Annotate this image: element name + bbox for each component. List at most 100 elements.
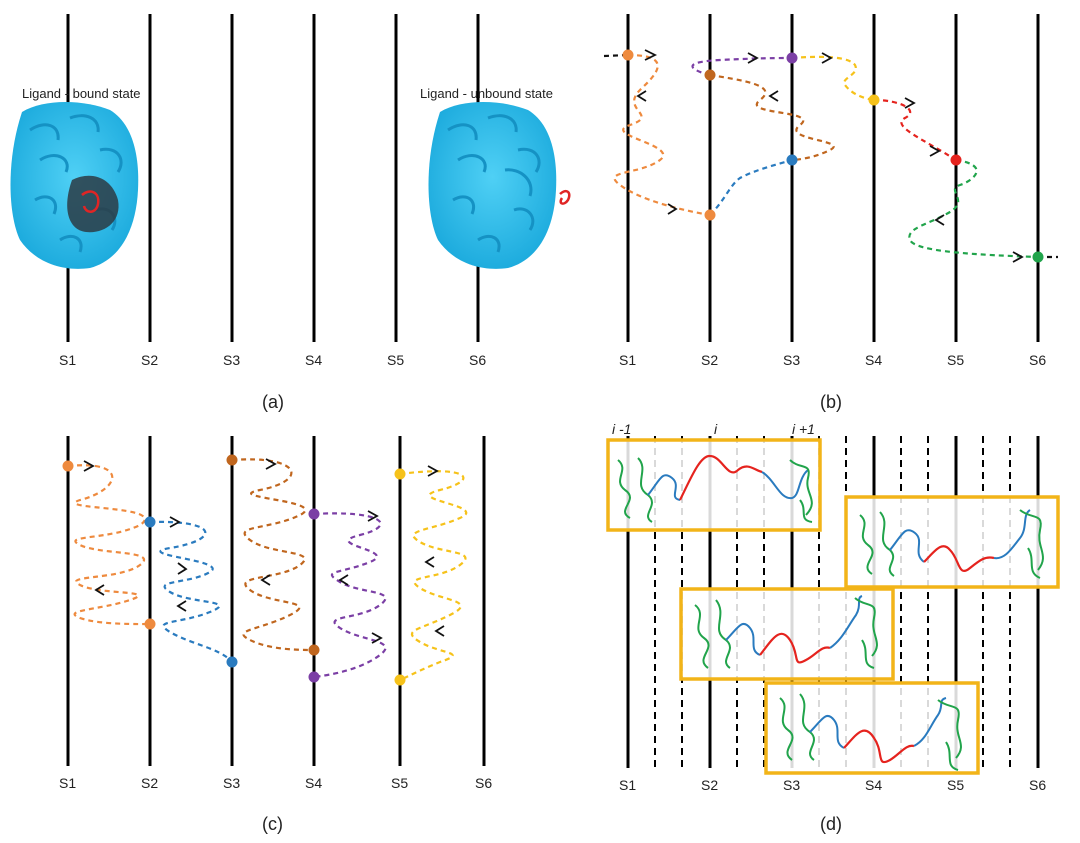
- panel-d: i -1 i i +1: [606, 421, 1060, 834]
- station-label: S5: [387, 352, 404, 368]
- panel-c-station-lines: [66, 436, 486, 766]
- node-blue: [144, 516, 156, 528]
- arrow-left: [768, 90, 779, 102]
- station-label: S2: [701, 352, 718, 368]
- replica-box-frame: [844, 495, 1060, 589]
- index-label-current: i: [714, 421, 718, 437]
- panel-b-trajectories: [603, 53, 1058, 259]
- station-label: S4: [865, 777, 882, 793]
- station-label: S3: [223, 775, 240, 791]
- trajectory-blue: [149, 520, 233, 663]
- panel-a-caption: (a): [262, 392, 284, 412]
- node-brown: [226, 454, 238, 466]
- replica-box-frame: [764, 681, 980, 775]
- node-red: [950, 154, 962, 166]
- protein-unbound-image: [428, 102, 571, 269]
- panel-d-index-labels: i -1 i i +1: [612, 421, 815, 437]
- arrow-left: [934, 214, 945, 226]
- path-green: [1019, 509, 1044, 579]
- node-green: [1032, 251, 1044, 263]
- path-blue: [829, 595, 863, 649]
- node-purple: [308, 671, 320, 683]
- replica-box-frame: [679, 587, 895, 681]
- path-red: [923, 545, 995, 572]
- trajectory-brown: [709, 73, 835, 162]
- trajectory-orange: [613, 53, 711, 217]
- replica-box: [606, 438, 822, 532]
- panel-d-station-labels: S1 S2 S3 S4 S5 S6: [619, 777, 1046, 793]
- node-orange: [144, 618, 156, 630]
- arrow-left: [434, 625, 445, 637]
- station-label: S1: [59, 352, 76, 368]
- panel-b-caption: (b): [820, 392, 842, 412]
- node-purple: [308, 508, 320, 520]
- path-red: [679, 454, 763, 501]
- node-orange: [622, 49, 634, 61]
- node-blue: [786, 154, 798, 166]
- state-bound-label: Ligand - bound state: [22, 86, 141, 101]
- panel-a: Ligand - bound state Ligand - unbound st…: [10, 14, 571, 412]
- path-blue: [725, 622, 761, 656]
- replica-box: [679, 587, 895, 681]
- station-label: S5: [947, 352, 964, 368]
- station-label: S2: [141, 352, 158, 368]
- path-green: [937, 699, 962, 771]
- path-blue: [993, 509, 1031, 560]
- station-label: S2: [141, 775, 158, 791]
- panel-b-nodes: [622, 49, 1044, 263]
- station-label: S4: [865, 352, 882, 368]
- panel-b-station-labels: S1 S2 S3 S4 S5 S6: [619, 352, 1046, 368]
- panel-c-nodes: [62, 454, 406, 686]
- arrow-left: [260, 574, 271, 586]
- trajectory-blue: [709, 158, 793, 216]
- panel-d-caption: (d): [820, 814, 842, 834]
- trajectory-orange: [67, 464, 151, 626]
- node-yellow: [394, 674, 406, 686]
- station-label: S5: [391, 775, 408, 791]
- path-green: [789, 459, 813, 523]
- panel-b-arrows: [636, 49, 1024, 263]
- arrow-right: [83, 460, 95, 472]
- panel-c-caption: (c): [262, 814, 283, 834]
- index-label-prev: i -1: [612, 421, 631, 437]
- node-brown: [704, 69, 716, 81]
- arrow-left: [94, 584, 105, 596]
- node-brown: [308, 644, 320, 656]
- state-unbound-label: Ligand - unbound state: [420, 86, 553, 101]
- arrow-right: [929, 145, 941, 157]
- trajectory-green: [908, 158, 1039, 259]
- arrow-right: [367, 510, 379, 522]
- replica-box-frame: [606, 438, 822, 532]
- panel-c-arrows: [83, 458, 445, 644]
- station-label: S1: [619, 352, 636, 368]
- path-red: [843, 729, 915, 764]
- station-label: S3: [783, 777, 800, 793]
- trajectory-red: [873, 98, 957, 161]
- station-label: S6: [475, 775, 492, 791]
- arrow-right: [667, 203, 678, 215]
- arrow-left: [176, 600, 187, 612]
- panel-c: S1 S2 S3 S4 S5 S6 (c): [59, 436, 492, 834]
- node-yellow: [868, 94, 880, 106]
- path-blue: [913, 697, 947, 747]
- panel-a-station-labels: S1 S2 S3 S4 S5 S6: [59, 352, 486, 368]
- index-label-next: i +1: [792, 421, 815, 437]
- arrow-right: [1012, 251, 1024, 263]
- station-label: S3: [223, 352, 240, 368]
- arrow-right: [265, 458, 277, 470]
- arrow-right: [169, 516, 181, 528]
- trajectory-purple: [313, 512, 387, 679]
- station-label: S1: [619, 777, 636, 793]
- path-blue: [809, 714, 845, 749]
- panel-b-station-lines: [626, 14, 1040, 342]
- trajectory-brown: [231, 458, 315, 652]
- node-orange: [62, 460, 74, 472]
- station-label: S1: [59, 775, 76, 791]
- panel-c-station-labels: S1 S2 S3 S4 S5 S6: [59, 775, 492, 791]
- trajectory-yellow: [791, 55, 875, 102]
- path-blue: [889, 529, 925, 563]
- replica-box: [764, 681, 980, 775]
- arrow-right: [821, 52, 833, 64]
- node-purple: [786, 52, 798, 64]
